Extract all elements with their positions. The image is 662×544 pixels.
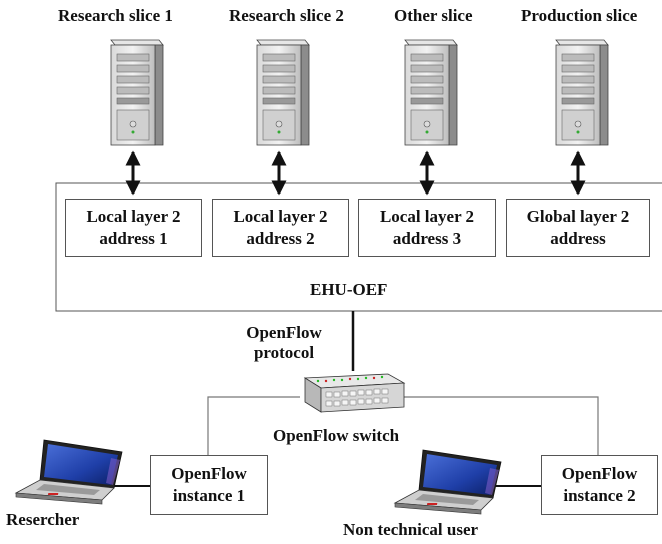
user-label-1: Resercher [6, 510, 80, 529]
address-box-2-line2: address 2 [246, 229, 315, 248]
address-box-3-line2: address 3 [392, 229, 462, 248]
switch-label: OpenFlow switch [273, 426, 400, 445]
address-box-3-line1: Local layer 2 [379, 206, 475, 226]
address-box-4-line2: address [550, 229, 606, 248]
server-icon [110, 39, 164, 146]
address-box-1: Local layer 2 address 1 [65, 199, 202, 257]
ehu-oef-label: EHU-OEF [310, 280, 388, 299]
address-box-4-line1: Global layer 2 [526, 206, 630, 226]
address-box-2: Local layer 2 address 2 [212, 199, 349, 257]
server-icon [404, 39, 458, 146]
slice-label-1: Research slice 1 [58, 6, 173, 25]
instance-box-1: OpenFlow instance 1 [150, 455, 268, 515]
address-box-1-line2: address 1 [99, 229, 168, 248]
protocol-label: OpenFlow protocol [234, 323, 334, 362]
switch-link-left [207, 396, 300, 455]
slice-label-4: Production slice [521, 6, 638, 25]
instance-box-1-line1: OpenFlow [171, 463, 247, 483]
protocol-label-line2: protocol [253, 342, 315, 362]
user-label-2: Non technical user [343, 520, 479, 539]
instance-box-2: OpenFlow instance 2 [541, 455, 658, 515]
laptop-icon [393, 449, 502, 515]
slice-label-2: Research slice 2 [229, 6, 344, 25]
address-box-2-line1: Local layer 2 [233, 206, 328, 226]
address-box-3: Local layer 2 address 3 [358, 199, 496, 257]
instance-box-1-line2: instance 1 [172, 486, 246, 505]
protocol-label-line1: OpenFlow [246, 323, 322, 342]
instance-box-2-line1: OpenFlow [561, 463, 638, 483]
server-icon [555, 39, 609, 146]
address-box-4: Global layer 2 address [506, 199, 650, 257]
slice-label-3: Other slice [394, 6, 473, 25]
address-box-1-line1: Local layer 2 [86, 206, 181, 226]
network-switch-icon [303, 373, 406, 413]
laptop-icon [14, 439, 123, 505]
instance-box-2-line2: instance 2 [563, 486, 636, 505]
switch-link-right [402, 396, 599, 455]
server-icon [256, 39, 310, 146]
